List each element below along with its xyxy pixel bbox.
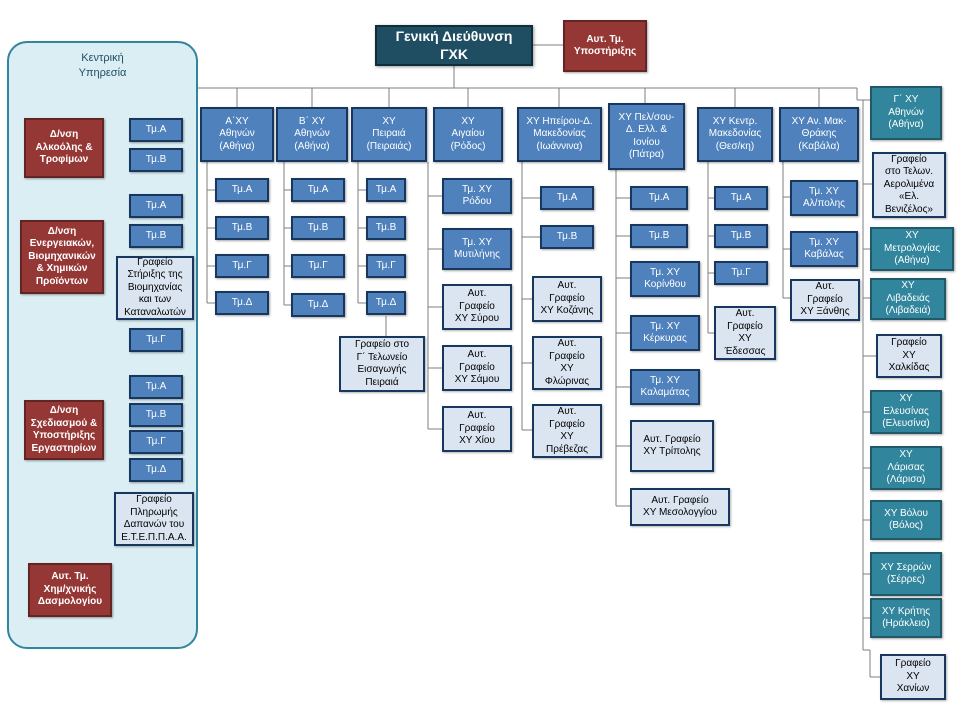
lab-athens-a: Α΄ΧΥ Αθηνών (Αθήνα): [200, 107, 274, 162]
lab-serres: ΧΥ Σερρών (Σέρρες): [870, 552, 942, 596]
athens-b-unit-c: Τμ.Γ: [291, 254, 345, 278]
dir1-unit-a: Τμ.Α: [129, 118, 183, 142]
athens-a-unit-a: Τμ.Α: [215, 178, 269, 202]
aegean-samos-office: Αυτ. Γραφείο ΧΥ Σάμου: [442, 345, 512, 391]
lab-piraeus: ΧΥ Πειραιά (Πειραιάς): [351, 107, 427, 162]
lab-east-macedonia-thrace: ΧΥ Αν. Μακ- Θράκης (Καβάλα): [779, 107, 859, 162]
piraeus-unit-a: Τμ.Α: [366, 178, 406, 202]
athens-b-unit-b: Τμ.Β: [291, 216, 345, 240]
epirus-unit-a: Τμ.Α: [540, 186, 594, 210]
dir3-unit-c: Τμ.Γ: [129, 430, 183, 454]
athens-a-unit-c: Τμ.Γ: [215, 254, 269, 278]
dir3-unit-d: Τμ.Δ: [129, 458, 183, 482]
epirus-unit-b: Τμ.Β: [540, 225, 594, 249]
piraeus-customs-office: Γραφείο στο Γ΄ Τελωνείο Εισαγωγής Πειραι…: [339, 336, 425, 392]
piraeus-unit-c: Τμ.Γ: [366, 254, 406, 278]
athens-a-unit-b: Τμ.Β: [215, 216, 269, 240]
lab-peloponnese-ionian: ΧΥ Πελ/σου- Δ. Ελλ. & Ιονίου (Πάτρα): [608, 103, 685, 170]
e-macedonia-kavala-unit: Τμ. ΧΥ Καβάλας: [790, 231, 858, 267]
chalkida-office: Γραφείο ΧΥ Χαλκίδας: [876, 334, 942, 378]
lab-crete: ΧΥ Κρήτης (Ηράκλειο): [870, 598, 942, 638]
dir3-payment-office: Γραφείο Πληρωμής Δαπανών του Ε.Τ.Ε.Π.Π.Α…: [114, 492, 194, 546]
aegean-chios-office: Αυτ. Γραφείο ΧΥ Χίου: [442, 406, 512, 452]
airport-customs-office: Γραφείο στο Τελων. Αερολιμένα «Ελ. Βενιζ…: [872, 152, 946, 218]
c-macedonia-edessa-office: Αυτ. Γραφείο ΧΥ Έδεσσας: [714, 306, 776, 360]
directorate-planning-labs: Δ/νση Σχεδιασμού & Υποστήριξης Εργαστηρί…: [24, 400, 104, 460]
support-unit-node: Αυτ. Τμ. Υποστήριξης: [563, 20, 647, 72]
peloponnese-unit-b: Τμ.Β: [630, 224, 688, 248]
chania-office: Γραφείο ΧΥ Χανίων: [880, 654, 946, 700]
dir2-unit-b: Τμ.Β: [129, 224, 183, 248]
epirus-florina-office: Αυτ. Γραφείο ΧΥ Φλώρινας: [532, 336, 602, 390]
peloponnese-mesolongi-office: Αυτ. Γραφείο ΧΥ Μεσολογγίου: [630, 488, 730, 526]
lab-athens-b: Β΄ ΧΥ Αθηνών (Αθήνα): [276, 107, 348, 162]
directorate-alcohol-food: Δ/νση Αλκοόλης & Τροφίμων: [24, 118, 104, 178]
piraeus-unit-d: Τμ.Δ: [366, 291, 406, 315]
athens-b-unit-d: Τμ.Δ: [291, 293, 345, 317]
lab-central-macedonia: ΧΥ Κεντρ. Μακεδονίας (Θεσ/κη): [697, 107, 773, 162]
lab-metrology: ΧΥ Μετρολογίας (Αθήνα): [870, 227, 954, 271]
c-macedonia-unit-c: Τμ.Γ: [714, 261, 768, 285]
lab-athens-c: Γ΄ ΧΥ Αθηνών (Αθήνα): [870, 86, 942, 140]
epirus-preveza-office: Αυτ. Γραφείο ΧΥ Πρέβεζας: [532, 404, 602, 458]
c-macedonia-unit-b: Τμ.Β: [714, 224, 768, 248]
dir3-unit-b: Τμ.Β: [129, 403, 183, 427]
dir2-unit-a: Τμ.Α: [129, 194, 183, 218]
epirus-kozani-office: Αυτ. Γραφείο ΧΥ Κοζάνης: [532, 276, 602, 322]
lab-aegean: ΧΥ Αιγαίου (Ρόδος): [433, 107, 503, 162]
peloponnese-unit-a: Τμ.Α: [630, 186, 688, 210]
peloponnese-corinth-unit: Τμ. ΧΥ Κορίνθου: [630, 261, 700, 297]
dir2-industry-support-office: Γραφείο Στήριξης της Βιομηχανίας και των…: [116, 256, 194, 320]
piraeus-unit-b: Τμ.Β: [366, 216, 406, 240]
lab-livadeia: ΧΥ Λιβαδειάς (Λιβαδειά): [870, 278, 946, 320]
dir3-unit-a: Τμ.Α: [129, 375, 183, 399]
general-directorate-node: Γενική Διεύθυνση ΓΧΚ: [375, 25, 533, 66]
e-macedonia-alexandroupoli-unit: Τμ. ΧΥ Αλ/πολης: [790, 180, 858, 216]
peloponnese-kalamata-unit: Τμ. ΧΥ Καλαμάτας: [630, 369, 700, 405]
peloponnese-tripoli-office: Αυτ. Γραφείο ΧΥ Τρίπολης: [630, 420, 714, 472]
directorate-energy-industrial: Δ/νση Ενεργειακών, Βιομηχανικών & Χημικώ…: [20, 220, 104, 294]
tariff-classification-unit: Αυτ. Τμ. Χημ/χνικής Δασμολογίου: [28, 563, 112, 617]
aegean-mytilene-unit: Τμ. ΧΥ Μυτιλήνης: [442, 228, 512, 270]
c-macedonia-unit-a: Τμ.Α: [714, 186, 768, 210]
e-macedonia-xanthi-office: Αυτ. Γραφείο ΧΥ Ξάνθης: [790, 279, 860, 321]
central-service-title: Κεντρική Υπηρεσία: [78, 52, 127, 79]
dir2-unit-c: Τμ.Γ: [129, 328, 183, 352]
aegean-syros-office: Αυτ. Γραφείο ΧΥ Σύρου: [442, 284, 512, 330]
athens-a-unit-d: Τμ.Δ: [215, 291, 269, 315]
lab-elefsina: ΧΥ Ελευσίνας (Ελευσίνα): [870, 390, 942, 434]
lab-volos: ΧΥ Βόλου (Βόλος): [870, 500, 942, 540]
athens-b-unit-a: Τμ.Α: [291, 178, 345, 202]
dir1-unit-b: Τμ.Β: [129, 148, 183, 172]
lab-epirus-w-macedonia: ΧΥ Ηπείρου-Δ. Μακεδονίας (Ιωάννινα): [517, 107, 602, 162]
peloponnese-corfu-unit: Τμ. ΧΥ Κέρκυρας: [630, 315, 700, 351]
lab-larisa: ΧΥ Λάρισας (Λάρισα): [870, 446, 942, 490]
aegean-rhodes-unit: Τμ. ΧΥ Ρόδου: [442, 178, 512, 214]
